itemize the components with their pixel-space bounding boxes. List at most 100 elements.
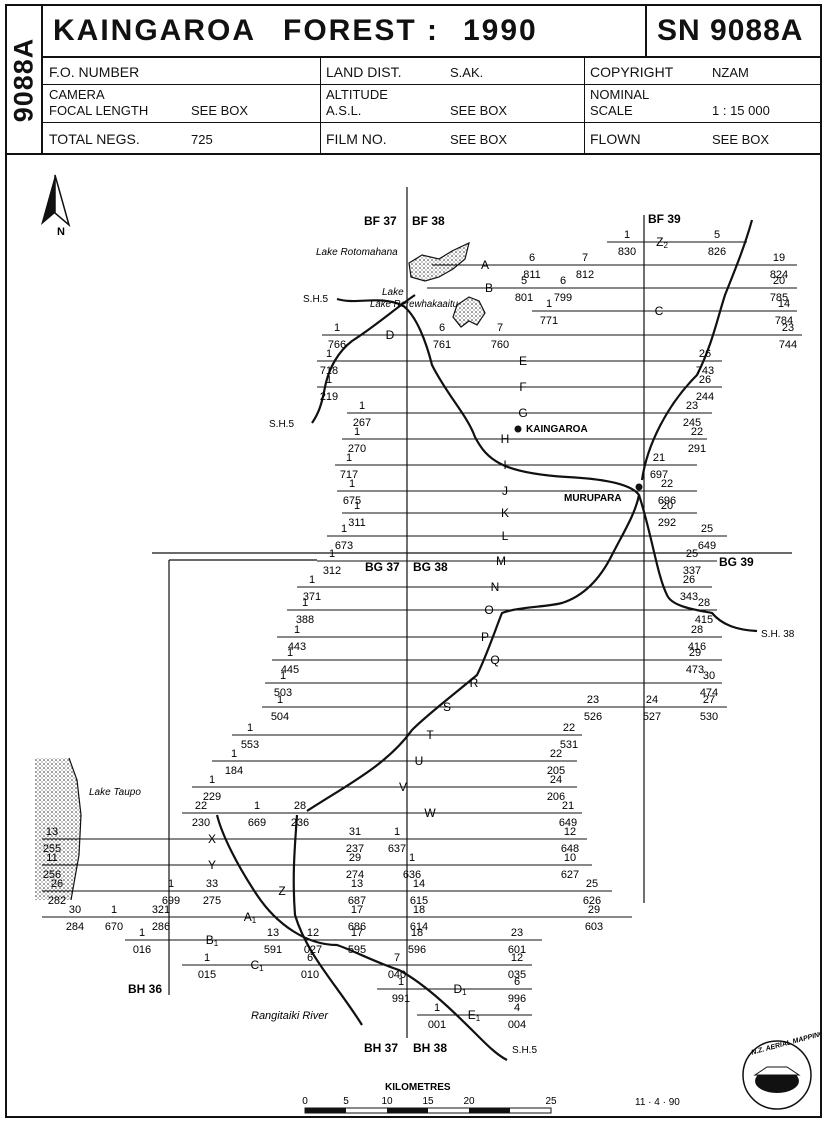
run-negative-number: 292 xyxy=(658,517,676,529)
run-start-frame: 21 xyxy=(653,452,665,464)
run-start-frame: 1 xyxy=(349,478,355,490)
land-dist-label: LAND DIST. xyxy=(326,64,402,80)
scale-title: KILOMETRES xyxy=(385,1082,451,1093)
flight-run-label-U: U xyxy=(415,754,424,768)
copyright-value: NZAM xyxy=(712,65,749,80)
roads-rivers xyxy=(215,219,758,1061)
flight-run-label-A1: A1 xyxy=(244,910,257,925)
sn-box: SN 9088A xyxy=(645,6,822,56)
flight-run-label-O: O xyxy=(484,603,493,617)
run-negative-number: 236 xyxy=(291,817,309,829)
scale-tick-label: 20 xyxy=(463,1096,475,1107)
run-negative-number: 717 xyxy=(340,469,358,481)
flight-run-label-C1: C1 xyxy=(250,958,264,973)
lake-rotomahana xyxy=(408,241,470,282)
run-start-frame: 1 xyxy=(329,548,335,560)
run-start-frame: 1 xyxy=(168,878,174,890)
flight-run-label-R: R xyxy=(470,676,479,690)
scale-cell: NOMINAL SCALE 1 : 15 000 xyxy=(584,84,820,122)
run-negative-number: 443 xyxy=(288,641,306,653)
run-start-frame: 28 xyxy=(691,624,703,636)
grid-label-bf39: BF 39 xyxy=(648,212,681,226)
run-negative-number: 673 xyxy=(335,540,353,552)
run-start-frame: 1 xyxy=(354,500,360,512)
copyright-cell: COPYRIGHT NZAM xyxy=(584,58,820,84)
north-arrow: N xyxy=(41,174,71,238)
run-start-frame: 1 xyxy=(326,348,332,360)
run-start-frame: 14 xyxy=(778,298,790,310)
camera-value: SEE BOX xyxy=(191,103,249,118)
run-negative-number: 761 xyxy=(433,339,451,351)
total-negs-value: 725 xyxy=(191,132,213,147)
grid-label-bg39: BG 39 xyxy=(719,555,754,569)
run-negative-number: 015 xyxy=(198,969,216,981)
side-code-band: 9088A xyxy=(7,6,43,153)
film-no-label: FILM NO. xyxy=(326,131,387,147)
run-negative-number: 812 xyxy=(576,269,594,281)
flown-cell: FLOWN SEE BOX xyxy=(584,122,820,153)
run-negative-number: 595 xyxy=(348,944,366,956)
river-rangitaiki xyxy=(306,297,641,812)
run-negative-number: 267 xyxy=(353,417,371,429)
run-start-frame: 6 xyxy=(529,252,535,264)
run-negative-number: 291 xyxy=(688,443,706,455)
run-start-frame: 22 xyxy=(563,722,575,734)
film-no-cell: FILM NO. SEE BOX xyxy=(320,122,584,153)
flight-run-label-Z: Z xyxy=(278,884,285,898)
run-start-frame: 30 xyxy=(703,670,715,682)
run-start-frame: 1 xyxy=(309,574,315,586)
run-negative-number: 388 xyxy=(296,614,314,626)
run-negative-number: 004 xyxy=(508,1019,526,1031)
run-negative-number: 675 xyxy=(343,495,361,507)
camera-label-1: CAMERA xyxy=(49,87,105,102)
total-negs-cell: TOTAL NEGS. 725 xyxy=(43,122,320,153)
run-negative-number: 596 xyxy=(408,944,426,956)
run-start-frame: 1 xyxy=(434,1002,440,1014)
run-start-frame: 21 xyxy=(562,800,574,812)
run-negative-number: 996 xyxy=(508,993,526,1005)
flight-run-label-S: S xyxy=(443,700,451,714)
run-negative-number: 016 xyxy=(133,944,151,956)
run-negative-number: 603 xyxy=(585,921,603,933)
flight-run-label-B1: B1 xyxy=(206,933,219,948)
run-start-frame: 20 xyxy=(661,500,673,512)
run-start-frame: 1 xyxy=(624,229,630,241)
run-negative-number: 649 xyxy=(559,817,577,829)
run-start-frame: 29 xyxy=(588,904,600,916)
run-start-frame: 13 xyxy=(46,826,58,838)
river-rangitaiki-south xyxy=(292,814,363,1026)
run-negative-number: 445 xyxy=(281,664,299,676)
run-start-frame: 19 xyxy=(773,252,785,264)
scale-label-1: NOMINAL xyxy=(590,87,650,102)
flight-run-label-E: E xyxy=(519,354,527,368)
scale-tick-label: 25 xyxy=(545,1096,557,1107)
road-sh38 xyxy=(637,494,758,633)
run-negative-number: 255 xyxy=(43,843,61,855)
flight-run-label-M: M xyxy=(496,554,506,568)
run-start-frame: 1 xyxy=(394,826,400,838)
run-negative-number: 699 xyxy=(162,895,180,907)
run-start-frame: 1 xyxy=(111,904,117,916)
murupara-marker xyxy=(635,483,643,491)
run-negative-number: 784 xyxy=(775,315,793,327)
run-start-frame: 25 xyxy=(686,548,698,560)
run-negative-number: 760 xyxy=(491,339,509,351)
label-sh38: S.H. 38 xyxy=(761,629,795,640)
run-start-frame: 1 xyxy=(209,774,215,786)
run-negative-number: 337 xyxy=(683,565,701,577)
grid-label-bh38: BH 38 xyxy=(413,1041,447,1055)
run-negative-number: 718 xyxy=(320,365,338,377)
run-negative-number: 473 xyxy=(686,664,704,676)
run-negative-number: 035 xyxy=(508,969,526,981)
run-start-frame: 6 xyxy=(514,976,520,988)
flight-run-label-F: F xyxy=(519,380,526,394)
run-negative-number: 744 xyxy=(779,339,797,351)
run-negative-number: 697 xyxy=(650,469,668,481)
grid-label-bg38: BG 38 xyxy=(413,560,448,574)
run-negative-number: 627 xyxy=(561,869,579,881)
run-negative-number: 826 xyxy=(708,246,726,258)
run-start-frame: 1 xyxy=(287,647,293,659)
label-sh5-top: S.H.5 xyxy=(303,294,328,305)
fo-number-cell: F.O. NUMBER xyxy=(43,58,320,84)
